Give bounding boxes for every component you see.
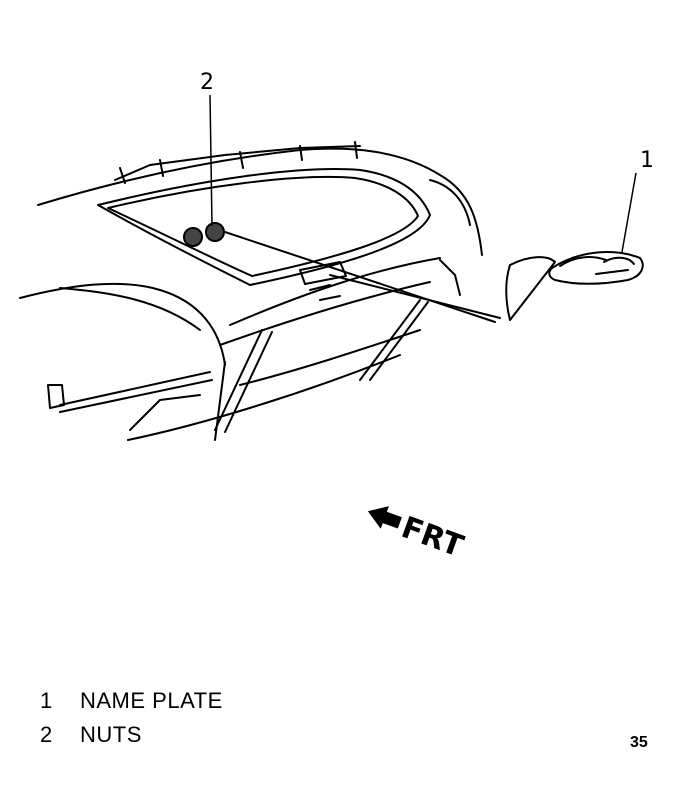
legend-label: NAME PLATE [80, 688, 223, 713]
legend-label: NUTS [80, 722, 142, 747]
name-plate-shape [548, 251, 644, 285]
legend-item-name-plate: 1 NAME PLATE [40, 688, 223, 714]
legend-number: 2 [40, 722, 53, 747]
nuts-group [183, 222, 225, 247]
leader-line-studs [329, 274, 501, 319]
front-direction-indicator: FRT [367, 506, 468, 565]
leader-line-nuts [224, 231, 496, 323]
frt-label: FRT [397, 510, 468, 565]
nut-1 [183, 227, 203, 247]
rear-window [97, 168, 431, 286]
legend-number: 1 [40, 688, 53, 713]
nut-2 [205, 222, 225, 242]
body-outline [37, 147, 483, 256]
callout-2: 2 [200, 70, 214, 95]
legend-item-nuts: 2 NUTS [40, 722, 142, 748]
figure-code: 35 [630, 734, 648, 751]
callout-1-leader [621, 172, 637, 253]
callout-1: 1 [640, 148, 654, 173]
front-arrow-icon [367, 506, 402, 529]
callout-2-leader [209, 94, 213, 227]
